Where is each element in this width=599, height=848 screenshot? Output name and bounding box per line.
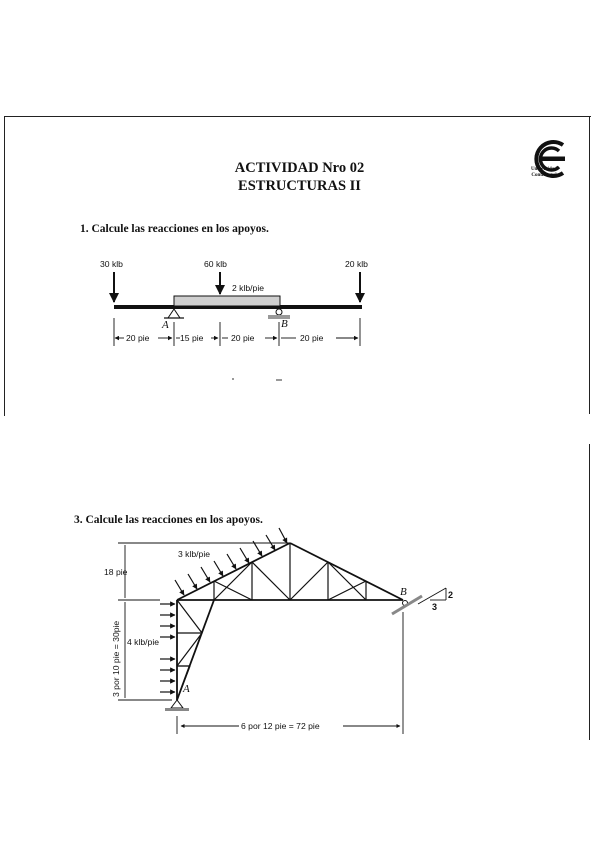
slope-triangle — [417, 587, 447, 605]
span-label-4: 20 pie — [300, 333, 324, 343]
horizontal-dim-label: 6 por 12 pie = 72 pie — [241, 721, 320, 731]
distributed-load-label: 2 klb/pie — [232, 283, 264, 293]
logo-text-line2: Continental — [531, 173, 557, 178]
university-logo-icon — [534, 140, 565, 178]
page-frame-left — [4, 116, 5, 416]
height-dimension — [118, 542, 290, 598]
top-distributed-load-arrows — [174, 527, 288, 596]
beam — [114, 305, 362, 309]
load-label-60: 60 klb — [204, 259, 227, 269]
span-dimensions — [113, 318, 361, 346]
height-label: 18 pie — [104, 567, 128, 577]
page-frame-right-upper — [589, 116, 590, 414]
problem3-statement: 3. Calcule las reacciones en los apoyos. — [74, 514, 263, 526]
slope-rise: 2 — [448, 590, 453, 600]
load-label-30: 30 klb — [100, 259, 123, 269]
span-label-2: 15 pie — [180, 333, 204, 343]
document-subtitle: ESTRUCTURAS II — [238, 178, 361, 194]
support-b-incline — [391, 594, 423, 616]
vertical-dimension — [118, 599, 172, 701]
university-logo-text: Universidad Continental — [516, 167, 572, 179]
side-distributed-load-arrows — [160, 601, 176, 695]
problem1-statement: 1. Calcule las reacciones en los apoyos. — [80, 223, 269, 235]
truss-members — [176, 542, 404, 701]
support-b-label: B — [400, 586, 407, 598]
top-load-label: 3 klb/pie — [178, 549, 210, 559]
slope-run: 3 — [432, 602, 437, 612]
support-b-ground — [268, 315, 290, 319]
span-label-3: 20 pie — [231, 333, 255, 343]
document-title: ACTIVIDAD Nro 02 — [234, 160, 365, 176]
logo-text-line1: Universidad — [530, 167, 558, 172]
support-a-label: A — [182, 683, 190, 695]
page-frame-top — [4, 116, 591, 117]
support-a-ground — [165, 708, 189, 711]
side-load-label: 4 klb/pie — [127, 637, 159, 647]
distributed-load-block — [173, 295, 281, 307]
vertical-dim-label: 3 por 10 pie = 30pie — [111, 621, 121, 697]
support-a-label: A — [161, 319, 169, 331]
support-a-pin — [170, 699, 184, 709]
load-label-20: 20 klb — [345, 259, 368, 269]
support-b-label: B — [281, 318, 288, 330]
span-label-1: 20 pie — [126, 333, 150, 343]
horizontal-dimension — [176, 612, 404, 734]
page-frame-right-lower — [589, 444, 590, 740]
